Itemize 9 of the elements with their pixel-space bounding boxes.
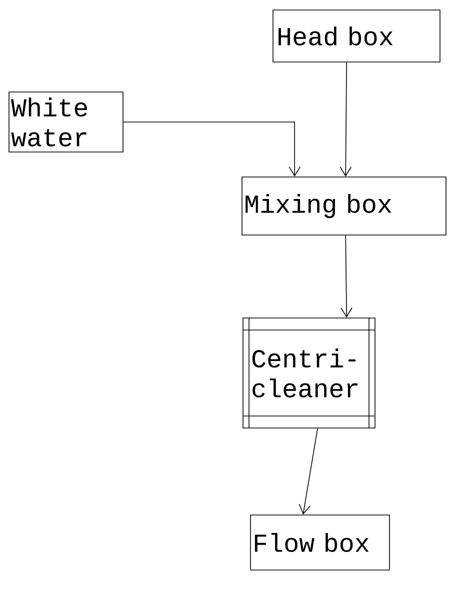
process-box: Flow box <box>250 514 390 570</box>
process-box: White water <box>8 92 124 152</box>
arrow <box>298 428 318 515</box>
process-box: Mixing box <box>242 176 446 236</box>
arrow <box>340 235 352 318</box>
arrow <box>123 122 300 177</box>
arrow <box>340 62 352 177</box>
process-box: Centri- cleaner <box>242 318 376 428</box>
process-box: Head box <box>272 10 440 62</box>
